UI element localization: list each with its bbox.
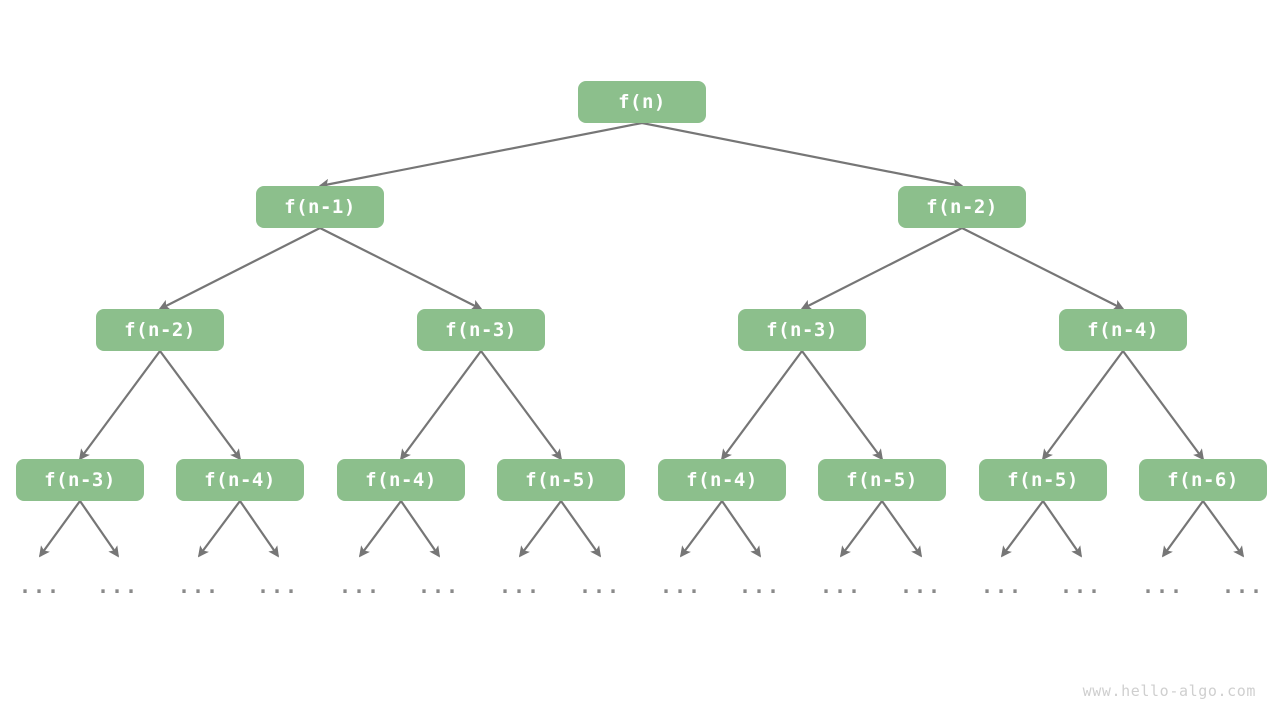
- tree-node-level-1-1[interactable]: f(n-2): [898, 186, 1026, 228]
- tree-edge: [560, 500, 602, 558]
- tree-node-level-3-2[interactable]: f(n-4): [337, 459, 465, 501]
- tree-edge: [961, 227, 1125, 310]
- tree-edge: [480, 350, 563, 461]
- tree-node-label: f(n-6): [1167, 469, 1239, 491]
- ellipsis-marker-12: ...: [980, 574, 1024, 598]
- tree-node-label: f(n-3): [445, 319, 517, 341]
- tree-edge: [1122, 350, 1205, 461]
- tree-edge: [400, 500, 441, 558]
- tree-node-label: f(n-5): [846, 469, 918, 491]
- ellipsis-marker-4: ...: [338, 574, 382, 598]
- tree-node-label: f(n-5): [1007, 469, 1079, 491]
- tree-edge: [319, 227, 483, 310]
- tree-edge: [679, 500, 723, 558]
- tree-node-level-1-0[interactable]: f(n-1): [256, 186, 384, 228]
- ellipsis-marker-6: ...: [498, 574, 542, 598]
- tree-edge: [881, 500, 923, 558]
- ellipsis-marker-7: ...: [578, 574, 622, 598]
- tree-node-label: f(n-5): [525, 469, 597, 491]
- tree-node-label: f(n-3): [766, 319, 838, 341]
- tree-edge: [78, 350, 161, 461]
- ellipsis-marker-13: ...: [1059, 574, 1103, 598]
- tree-edge: [801, 350, 884, 461]
- tree-edge: [358, 500, 402, 558]
- tree-node-level-2-1[interactable]: f(n-3): [417, 309, 545, 351]
- tree-edge: [197, 500, 241, 558]
- tree-edge: [518, 500, 562, 558]
- tree-edge: [721, 500, 762, 558]
- ellipsis-marker-3: ...: [256, 574, 300, 598]
- tree-node-label: f(n): [618, 91, 666, 113]
- tree-edge: [720, 350, 803, 461]
- tree-edge: [399, 350, 482, 461]
- ellipsis-marker-5: ...: [417, 574, 461, 598]
- ellipsis-marker-0: ...: [18, 574, 62, 598]
- ellipsis-marker-10: ...: [819, 574, 863, 598]
- tree-node-label: f(n-4): [204, 469, 276, 491]
- tree-edge: [79, 500, 120, 558]
- tree-node-label: f(n-4): [1087, 319, 1159, 341]
- tree-node-label: f(n-3): [44, 469, 116, 491]
- ellipsis-marker-8: ...: [659, 574, 703, 598]
- tree-node-label: f(n-4): [365, 469, 437, 491]
- ellipsis-marker-15: ...: [1221, 574, 1265, 598]
- tree-node-level-2-0[interactable]: f(n-2): [96, 309, 224, 351]
- ellipsis-marker-1: ...: [96, 574, 140, 598]
- ellipsis-marker-2: ...: [177, 574, 221, 598]
- tree-node-level-3-7[interactable]: f(n-6): [1139, 459, 1267, 501]
- tree-edge: [239, 500, 280, 558]
- tree-edge: [1202, 500, 1245, 558]
- tree-edge: [839, 500, 883, 558]
- tree-edge: [800, 227, 963, 310]
- tree-node-label: f(n-1): [284, 196, 356, 218]
- tree-node-level-3-0[interactable]: f(n-3): [16, 459, 144, 501]
- tree-edge: [1161, 500, 1204, 558]
- watermark: www.hello-algo.com: [1082, 682, 1256, 700]
- tree-node-level-2-2[interactable]: f(n-3): [738, 309, 866, 351]
- ellipsis-marker-11: ...: [899, 574, 943, 598]
- tree-node-level-3-6[interactable]: f(n-5): [979, 459, 1107, 501]
- tree-node-level-0-0[interactable]: f(n): [578, 81, 706, 123]
- tree-edge: [318, 121, 643, 190]
- tree-edge: [641, 121, 964, 190]
- tree-node-label: f(n-2): [926, 196, 998, 218]
- tree-node-level-3-4[interactable]: f(n-4): [658, 459, 786, 501]
- tree-edge: [1041, 350, 1124, 461]
- tree-edge: [1000, 500, 1044, 558]
- tree-node-label: f(n-2): [124, 319, 196, 341]
- tree-node-level-3-1[interactable]: f(n-4): [176, 459, 304, 501]
- tree-node-level-3-5[interactable]: f(n-5): [818, 459, 946, 501]
- tree-edge: [38, 500, 81, 558]
- ellipsis-marker-9: ...: [738, 574, 782, 598]
- tree-edge: [158, 227, 321, 310]
- tree-edge: [1042, 500, 1083, 558]
- tree-node-label: f(n-4): [686, 469, 758, 491]
- ellipsis-marker-14: ...: [1141, 574, 1185, 598]
- tree-edge: [159, 350, 242, 461]
- tree-node-level-3-3[interactable]: f(n-5): [497, 459, 625, 501]
- tree-node-level-2-3[interactable]: f(n-4): [1059, 309, 1187, 351]
